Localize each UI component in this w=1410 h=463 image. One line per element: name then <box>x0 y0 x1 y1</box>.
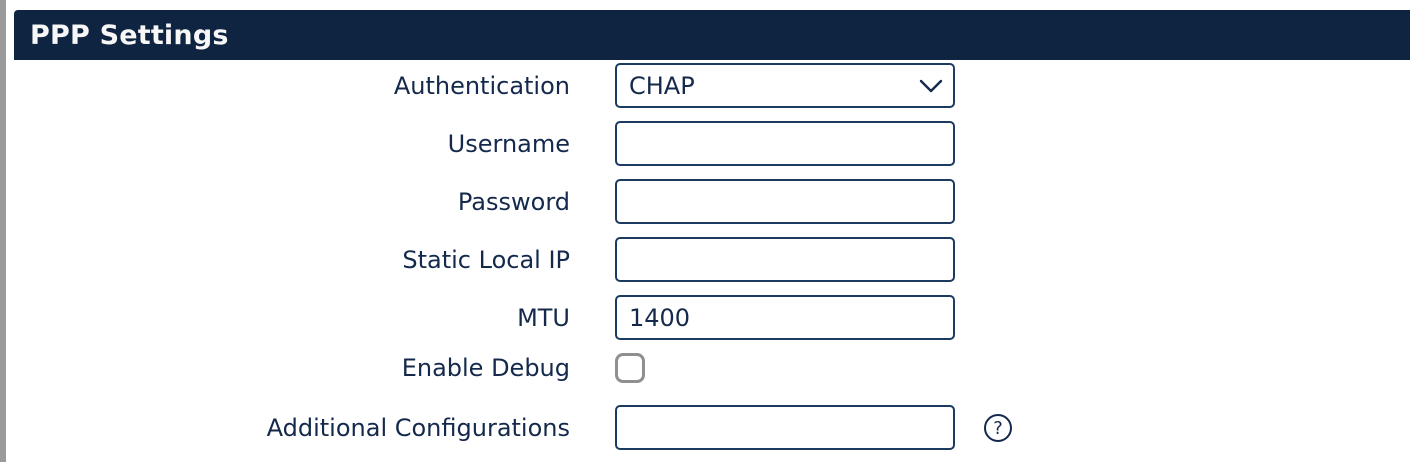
authentication-label: Authentication <box>393 71 570 100</box>
username-label: Username <box>447 129 570 158</box>
mtu-label: MTU <box>517 303 570 332</box>
form-row-static-local-ip: Static Local IP <box>14 237 1410 282</box>
username-input[interactable] <box>615 121 955 166</box>
additional-configurations-label: Additional Configurations <box>266 413 570 442</box>
svg-text:?: ? <box>993 418 1003 439</box>
additional-configurations-input[interactable] <box>615 405 955 450</box>
ppp-settings-panel: PPP Settings Authentication CHAP Us <box>14 10 1410 463</box>
enable-debug-checkbox[interactable] <box>615 353 645 383</box>
left-border-strip <box>0 0 6 462</box>
form-row-username: Username <box>14 121 1410 166</box>
password-input[interactable] <box>615 179 955 224</box>
form-row-enable-debug: Enable Debug <box>14 353 1410 383</box>
authentication-select[interactable]: CHAP <box>615 63 955 108</box>
mtu-input[interactable] <box>615 295 955 340</box>
form-row-mtu: MTU <box>14 295 1410 340</box>
static-local-ip-label: Static Local IP <box>402 245 570 274</box>
section-header: PPP Settings <box>14 10 1410 60</box>
form-row-additional-configurations: Additional Configurations ? <box>14 405 1410 450</box>
enable-debug-label: Enable Debug <box>401 354 570 382</box>
form-row-authentication: Authentication CHAP <box>14 63 1410 108</box>
password-label: Password <box>457 187 570 216</box>
question-circle-icon[interactable]: ? <box>983 413 1013 443</box>
form-body: Authentication CHAP Username <box>14 60 1410 450</box>
static-local-ip-input[interactable] <box>615 237 955 282</box>
section-title: PPP Settings <box>30 19 229 51</box>
form-row-password: Password <box>14 179 1410 224</box>
